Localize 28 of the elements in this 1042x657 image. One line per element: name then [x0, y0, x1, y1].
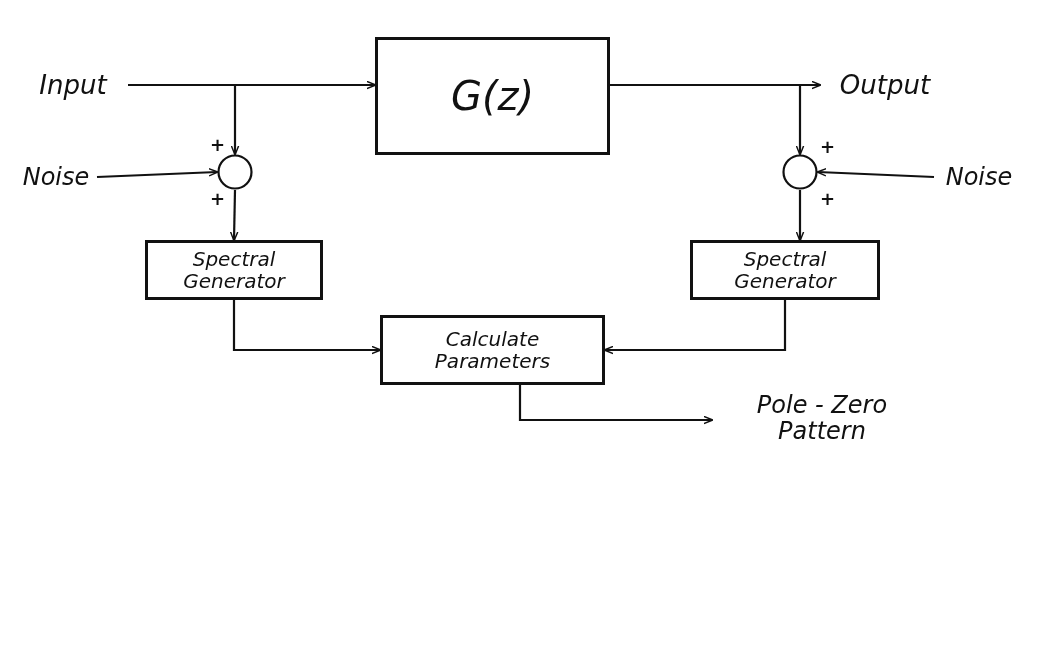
block-label: Calculate Parameters — [433, 328, 552, 372]
pole-zero-pattern-label: Pole - Zero Pattern — [755, 391, 889, 445]
block-label: Spectral Generator — [733, 248, 838, 292]
plus-sign: + — [820, 190, 836, 208]
summing-junction — [217, 154, 253, 190]
input-label: Input — [39, 70, 107, 100]
block-label: G(z) — [450, 74, 535, 118]
transfer-function-block — [375, 37, 610, 155]
arrow — [229, 189, 239, 242]
arrow — [232, 300, 382, 355]
plus-sign: + — [820, 138, 836, 156]
arrow — [610, 83, 805, 156]
output-label: Output — [839, 70, 931, 100]
arrow — [603, 300, 787, 355]
noise-label: Noise — [22, 163, 90, 191]
spectral-generator-block — [690, 240, 880, 300]
plus-sign: + — [210, 136, 226, 154]
summing-junction — [782, 154, 818, 190]
calculate-parameters-block — [380, 315, 605, 385]
arrow — [816, 168, 935, 179]
arrow — [518, 385, 714, 425]
plus-sign: + — [210, 190, 226, 208]
arrow — [128, 83, 240, 156]
spectral-generator-block — [145, 240, 323, 300]
block-label: Spectral Generator — [182, 248, 287, 292]
arrow — [795, 190, 805, 242]
arrow — [96, 168, 219, 179]
noise-label: Noise — [945, 163, 1013, 191]
